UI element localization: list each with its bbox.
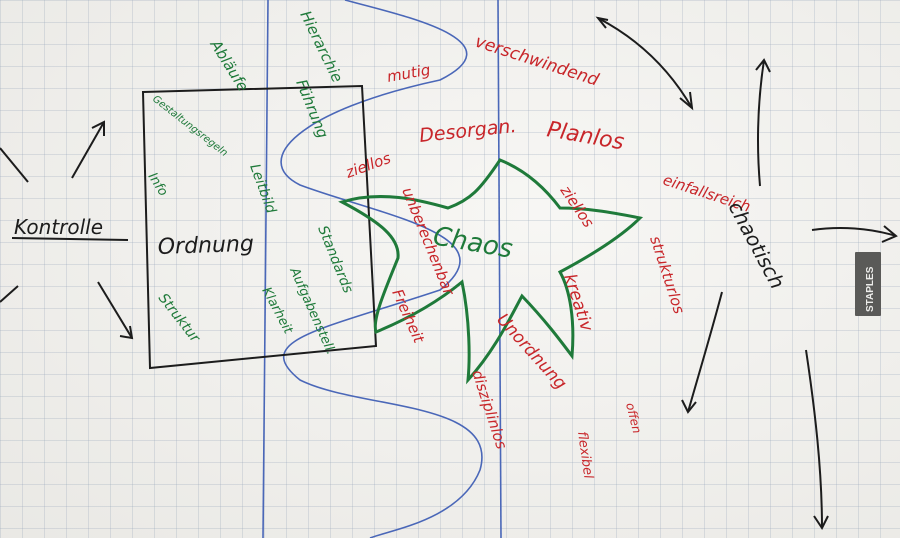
ablaeufe-label: Abläufe [206,36,252,95]
chaos-star [338,158,644,385]
strukturlos-label: strukturlos [646,234,688,317]
mutig-label: mutig [386,61,432,86]
staples-logo: STAPLES [855,252,881,316]
gestaltungsregeln-label: Gestaltungsregeln [150,94,229,159]
flexibel-label: flexibel [574,430,596,480]
ziellos-right-label: ziellos [556,181,598,231]
unordnung-label: Unordnung [492,310,570,394]
blue-vertical-lines [262,0,502,538]
kreativ-label: kreativ [559,271,597,334]
offen-label: offen [623,401,644,434]
ordnung-label: Ordnung [157,232,254,260]
disziplinlos-label: disziplinlos [468,368,511,452]
aufgabenstellung-label: Aufgabenstell. [286,265,338,358]
kontrolle-label: Kontrolle [14,215,103,239]
chaotisch-label: chaotisch [724,197,790,293]
struktur-label: Struktur [155,291,204,347]
info-label: Info [145,170,171,199]
right-arrows [595,16,898,530]
ordnung-box [141,84,378,370]
planlos-label: Planlos [545,117,626,155]
left-arrows [0,120,134,340]
desorgan-label: Desorgan. [418,115,517,147]
leitbild-label: Leitbild [246,162,279,216]
staples-logo-text: STAPLES [865,266,876,312]
klarheit-label: Klarheit [258,285,295,337]
blue-wave-line [280,0,483,538]
verschwindend-label: verschwindend [472,32,601,91]
hierarchie-label: Hierarchie [296,8,346,85]
standards-label: Standards [314,224,356,296]
